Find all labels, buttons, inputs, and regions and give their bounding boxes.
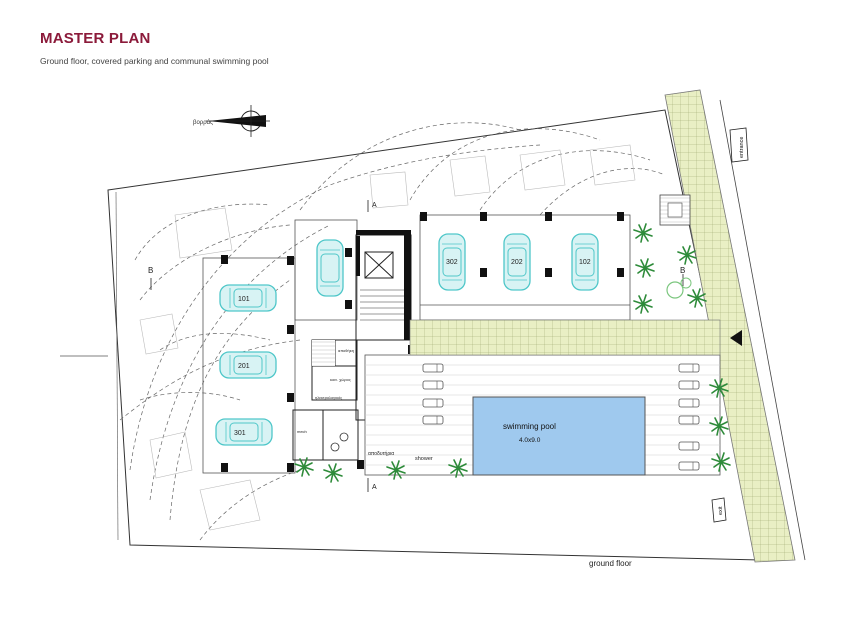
- ground-floor-caption: ground floor: [589, 559, 632, 568]
- pool-size: 4.0x9.0: [519, 437, 541, 444]
- swimming-pool: [472, 396, 646, 476]
- mech-room-label: mech: [297, 429, 307, 434]
- section-b-left: B: [148, 266, 153, 275]
- compass-label: βορράς: [193, 119, 213, 126]
- parking-spot-302: 302: [446, 259, 458, 266]
- shower-label: shower: [415, 456, 433, 462]
- section-a-top: A: [372, 202, 377, 209]
- electrical-room-label: ηλεκτρολογικός: [315, 395, 342, 400]
- planting: [294, 223, 731, 483]
- changing-room-label: αποδυτήρια: [368, 450, 394, 457]
- entrance-walkway: [664, 89, 796, 563]
- page-title: MASTER PLAN: [40, 30, 151, 47]
- entrance-marker-icon: [729, 127, 749, 163]
- corridor-label: κοιν. χώρος: [330, 377, 351, 382]
- pool-name: swimming pool: [503, 422, 556, 431]
- north-arrow-icon: [206, 105, 270, 137]
- parking-spot-202: 202: [511, 259, 523, 266]
- exit-label: exit: [718, 506, 724, 515]
- parking-spot-301: 301: [234, 430, 246, 437]
- entrance-label: entrance: [739, 137, 745, 158]
- page-subtitle: Ground floor, covered parking and commun…: [40, 56, 269, 66]
- parking-spot-201: 201: [238, 363, 250, 370]
- exit-marker-icon: [711, 497, 727, 523]
- arrow-marker-icon: [730, 330, 742, 346]
- parking-spot-102: 102: [579, 259, 591, 266]
- section-a-bottom: A: [372, 484, 377, 491]
- section-b-right: B: [680, 266, 685, 275]
- meter-room-label: αποθήκη: [338, 348, 354, 353]
- parking-spot-101: 101: [238, 296, 250, 303]
